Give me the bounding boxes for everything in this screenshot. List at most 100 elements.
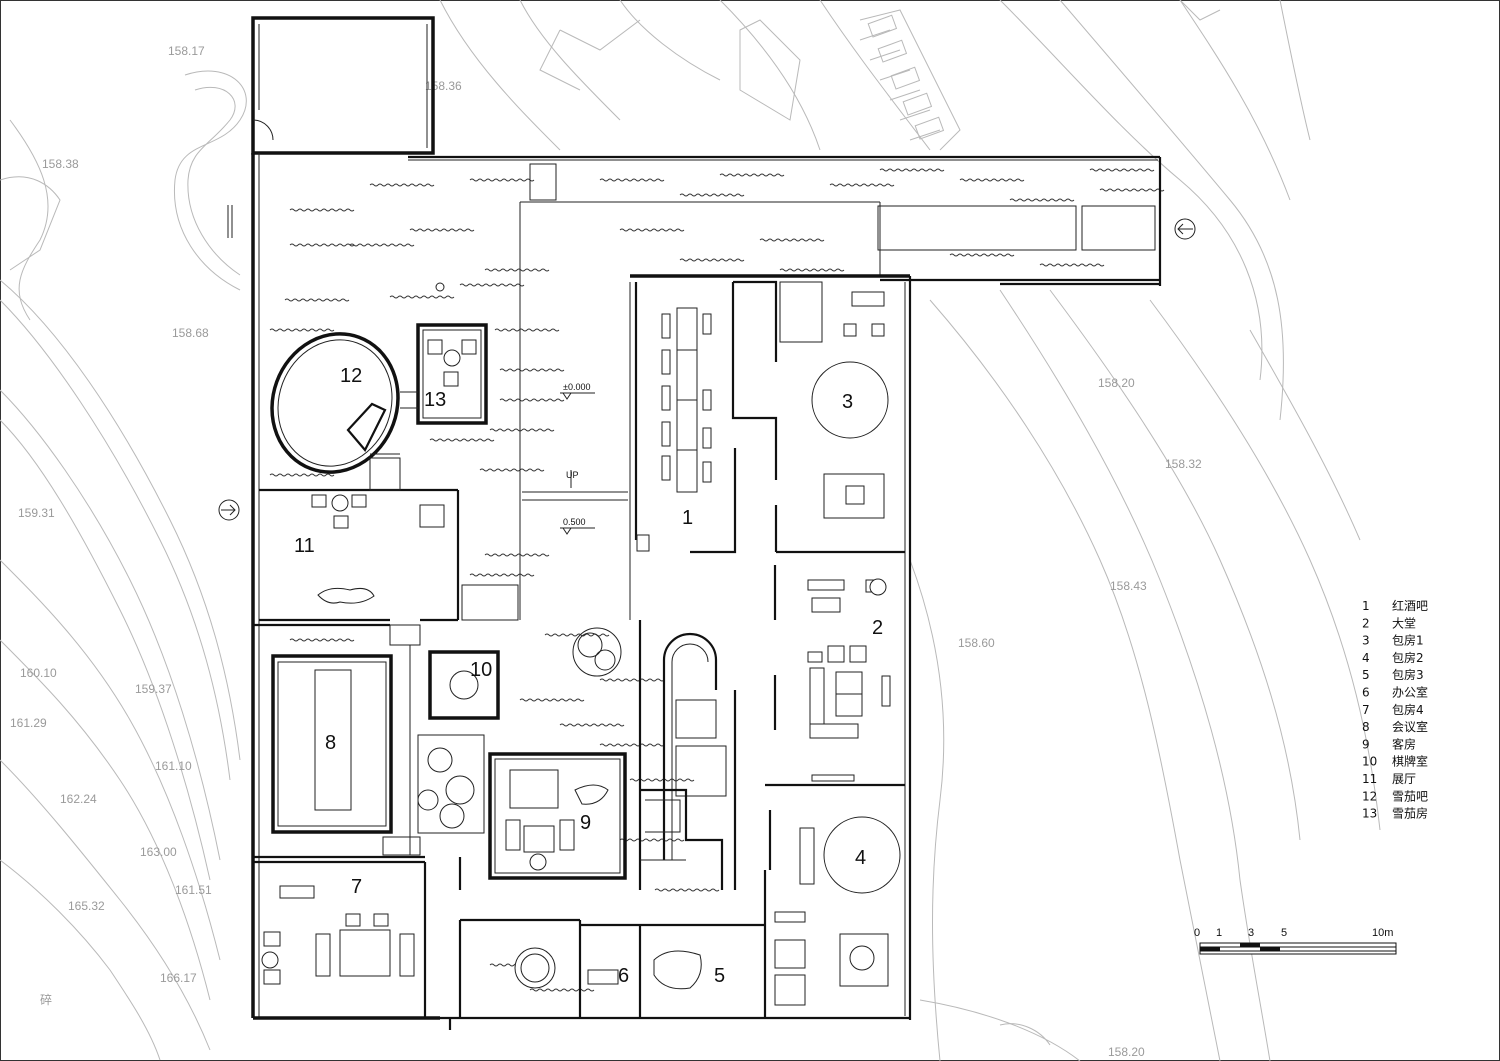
legend-name: 会议室	[1392, 719, 1428, 734]
room-number: 13	[424, 389, 446, 411]
room-number: 11	[294, 535, 315, 557]
room-number: 10	[470, 659, 492, 681]
water-wave	[1099, 188, 1165, 192]
room-number: 1	[682, 507, 693, 529]
legend-number: 6	[1362, 686, 1370, 700]
water-wave	[959, 178, 1025, 182]
water-wave	[679, 193, 745, 197]
room-number: 3	[842, 391, 853, 413]
water-wave	[369, 183, 435, 187]
scale-tick: 0	[1194, 927, 1200, 939]
room-number: 5	[714, 965, 725, 987]
room-number: 9	[580, 812, 591, 834]
legend-name: 棋牌室	[1392, 754, 1428, 769]
legend-name: 包房1	[1392, 633, 1424, 648]
legend-number: 12	[1362, 789, 1377, 803]
elevation-label: 158.68	[172, 326, 209, 340]
elevation-label: 162.24	[60, 792, 97, 806]
legend-name: 办公室	[1392, 685, 1428, 700]
water-wave	[499, 368, 565, 372]
water-wave	[489, 428, 555, 432]
elevation-label: 158.43	[1110, 579, 1147, 593]
water-wave	[389, 295, 455, 299]
water-wave	[679, 258, 745, 262]
water-wave	[529, 988, 595, 992]
water-wave	[879, 168, 945, 172]
legend-name: 雪茄吧	[1392, 789, 1428, 803]
room-number: 6	[618, 965, 629, 987]
elevation-label: 163.00	[140, 845, 177, 859]
elevation-label: 166.17	[160, 971, 197, 985]
room-number: 2	[872, 617, 883, 639]
water-wave	[599, 678, 665, 682]
room-numbers: 1 2 3 4 5 6 7 8 9 10 11 12 13	[294, 365, 883, 987]
elevation-label: 158.20	[1098, 376, 1135, 390]
legend-name: 包房3	[1392, 667, 1424, 682]
water-wave	[949, 253, 1015, 257]
room-number: 4	[855, 847, 866, 869]
site-character: 碎	[40, 992, 52, 1007]
water-wave	[284, 298, 350, 302]
water-wave	[269, 328, 335, 332]
legend-number: 13	[1362, 807, 1377, 821]
elevation-label: 161.29	[10, 716, 47, 730]
water-wave	[459, 283, 525, 287]
legend-number: 1	[1362, 599, 1370, 613]
water-wave	[779, 268, 845, 272]
entrance-arrow-west	[218, 499, 240, 521]
water-wave	[1089, 168, 1155, 172]
svg-text:UP: UP	[566, 470, 579, 480]
water-wave	[289, 208, 355, 212]
water-wave	[269, 473, 335, 477]
up-marker: UP	[522, 470, 628, 501]
legend-number: 7	[1362, 703, 1370, 717]
water-wave	[479, 468, 545, 472]
water-wave	[1039, 263, 1105, 267]
water-pool	[269, 168, 1165, 992]
entrance-arrow-east	[1174, 218, 1196, 240]
legend-number: 9	[1362, 737, 1370, 751]
scale-tick: 1	[1216, 927, 1222, 939]
legend-name: 展厅	[1392, 772, 1416, 786]
room-number: 12	[340, 365, 362, 387]
water-wave	[544, 633, 610, 637]
elevation-labels: 158.17 158.36 158.38 158.68 159.31 160.1…	[10, 44, 1202, 1059]
water-wave	[494, 328, 560, 332]
water-wave	[599, 178, 665, 182]
legend-name: 雪茄房	[1392, 806, 1428, 821]
water-wave	[469, 178, 535, 182]
elevation-label: 158.60	[958, 636, 995, 650]
room-number: 8	[325, 732, 336, 754]
legend-name: 大堂	[1392, 616, 1416, 630]
legend-number: 3	[1362, 634, 1370, 648]
scale-bar: 0 1 3 5 10m	[1194, 927, 1397, 955]
water-wave	[619, 838, 685, 842]
level-marker-upper: ±0.000	[560, 382, 595, 400]
legend-name: 包房2	[1392, 650, 1424, 665]
elevation-label: 161.51	[175, 883, 212, 897]
elevation-label: 158.38	[42, 157, 79, 171]
water-wave	[469, 573, 535, 577]
elevation-label: 158.36	[425, 79, 462, 93]
scale-tick: 10m	[1372, 927, 1393, 939]
elevation-label: 159.37	[135, 682, 172, 696]
legend-number: 11	[1362, 772, 1377, 786]
water-wave	[289, 638, 355, 642]
water-wave	[484, 268, 550, 272]
svg-text:±0.000: ±0.000	[563, 382, 590, 392]
water-wave	[409, 228, 475, 232]
water-wave	[719, 173, 785, 177]
room-number: 7	[351, 876, 362, 898]
elevation-label: 165.32	[68, 899, 105, 913]
water-wave	[289, 243, 355, 247]
legend-number: 5	[1362, 668, 1370, 682]
legend-number: 4	[1362, 651, 1370, 665]
water-wave	[1009, 198, 1075, 202]
level-marker-lower: 0.500	[560, 517, 595, 535]
legend-number: 10	[1362, 755, 1377, 769]
water-wave	[759, 238, 825, 242]
legend-name: 包房4	[1392, 702, 1424, 717]
water-wave	[599, 743, 665, 747]
